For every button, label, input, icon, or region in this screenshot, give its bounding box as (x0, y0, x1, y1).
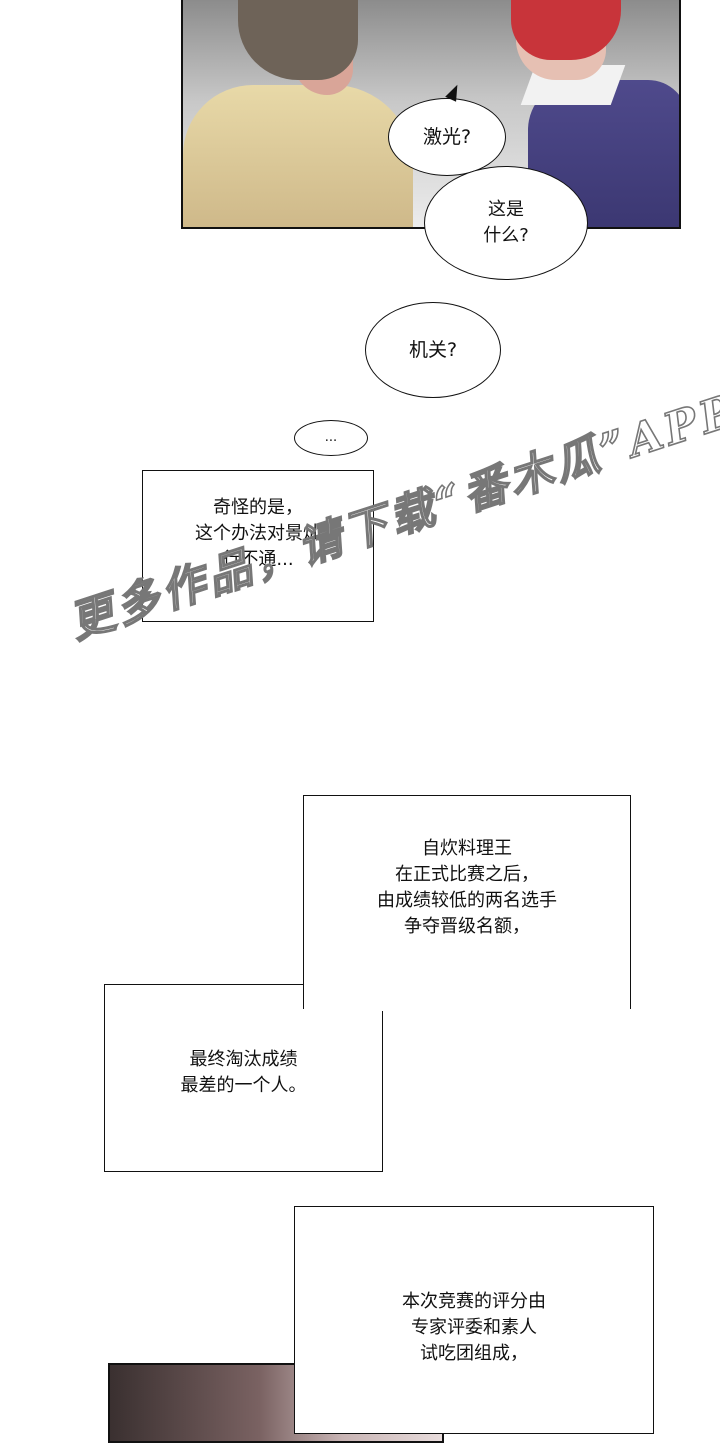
caption-text: 本次竞赛的评分由 专家评委和素人 试吃团组成， (402, 1291, 546, 1364)
caption-text: 奇怪的是， 这个办法对景灿 行不通... (195, 497, 321, 570)
man-shirt (183, 85, 413, 227)
caption-text: 最终淘汰成绩 最差的一个人。 (180, 1049, 307, 1096)
man-hair (238, 0, 358, 80)
caption-box-elimination: 最终淘汰成绩 最差的一个人。 (104, 984, 383, 1172)
speech-bubble-what-is-this: 这是 什么? (424, 166, 588, 280)
caption-box-strange: 奇怪的是， 这个办法对景灿 行不通... (142, 470, 374, 622)
caption-text: 自炊料理王 在正式比赛之后， 由成绩较低的两名选手 争夺晋级名额， (377, 838, 557, 937)
speech-bubble-laser: 激光? (388, 98, 506, 176)
speech-bubble-mechanism: 机关? (365, 302, 501, 398)
speech-text: ... (324, 430, 338, 445)
caption-join-mask (305, 986, 382, 1010)
speech-text: 激光? (422, 126, 472, 148)
speech-bubble-ellipsis: ... (294, 420, 368, 456)
caption-box-rules: 自炊料理王 在正式比赛之后， 由成绩较低的两名选手 争夺晋级名额， (303, 795, 631, 1011)
caption-box-scoring: 本次竞赛的评分由 专家评委和素人 试吃团组成， (294, 1206, 654, 1434)
speech-text: 这是 什么? (483, 199, 529, 246)
speech-text: 机关? (408, 339, 458, 361)
